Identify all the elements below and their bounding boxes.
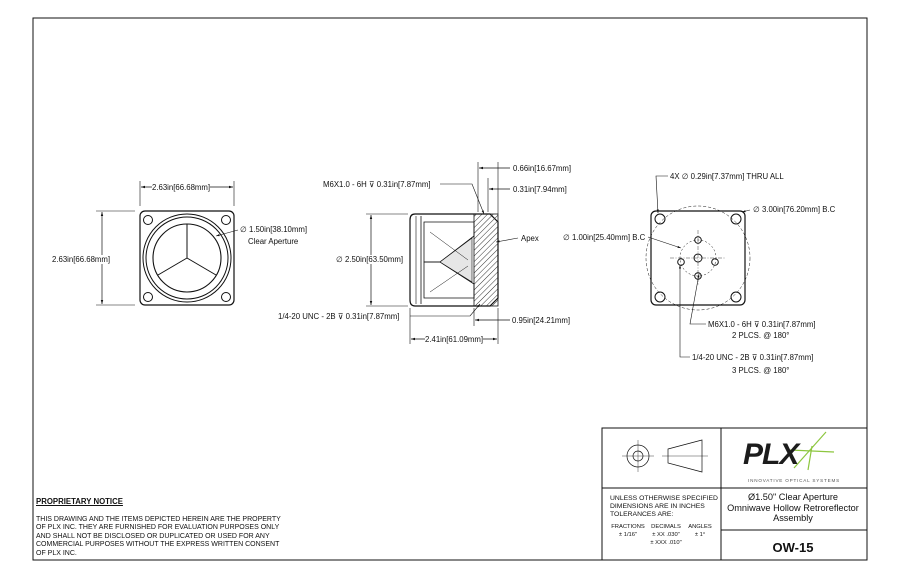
side-thread-top-label: M6X1.0 - 6H ⊽ 0.31in[7.87mm] bbox=[323, 180, 431, 189]
logo-accent bbox=[789, 431, 835, 471]
side-066-dim: 0.66in[16.67mm] bbox=[513, 164, 572, 173]
front-aperture-dim: ∅ 1.50in[38.10mm] bbox=[240, 225, 308, 234]
front-aperture-label: Clear Aperture bbox=[248, 237, 299, 246]
rear-unc-places: 3 PLCS. @ 180° bbox=[732, 366, 790, 375]
rear-bolt-circle bbox=[645, 205, 751, 311]
front-hole-bl bbox=[143, 292, 153, 302]
proprietary-notice-heading: PROPRIETARY NOTICE bbox=[36, 497, 123, 506]
front-height-dim: 2.63in[66.68mm] bbox=[52, 255, 111, 264]
side-mirror-c bbox=[439, 237, 473, 283]
title-block-frame bbox=[601, 427, 868, 561]
side-mirror-b bbox=[423, 261, 475, 299]
plx-logo-tagline: INNOVATIVE OPTICAL SYSTEMS bbox=[748, 478, 840, 483]
side-apex-leader bbox=[495, 237, 519, 243]
front-ring-2 bbox=[145, 216, 229, 300]
drawing-title: Ø1.50" Clear Aperture Omniwave Hollow Re… bbox=[727, 492, 859, 523]
projection-symbol bbox=[622, 439, 708, 473]
rear-hole-br bbox=[730, 291, 742, 303]
decimals-value-1: ± XX .030" bbox=[652, 532, 680, 538]
part-number: OW-15 bbox=[772, 540, 814, 555]
rear-thread-hole-right bbox=[711, 258, 719, 266]
rear-bc300-leader bbox=[741, 209, 751, 213]
side-thread-top-leader bbox=[440, 183, 485, 215]
rear-m6-leader bbox=[689, 273, 706, 325]
rear-bc100-label: ∅ 1.00in[25.40mm] B.C bbox=[563, 233, 646, 242]
front-view bbox=[96, 181, 239, 306]
rear-hole-tr bbox=[730, 213, 742, 225]
rear-m6-thread: M6X1.0 - 6H ⊽ 0.31in[7.87mm] bbox=[708, 320, 816, 329]
rear-holes-note: 4X ∅ 0.29in[7.37mm] THRU ALL bbox=[670, 172, 784, 181]
side-241-dim: 2.41in[61.09mm] bbox=[425, 335, 484, 344]
front-hole-tr bbox=[221, 215, 231, 225]
decimals-value-2: ± XXX .010" bbox=[650, 540, 682, 546]
rear-m6-places: 2 PLCS. @ 180° bbox=[732, 331, 790, 340]
rear-bc300-label: ∅ 3.00in[76.20mm] B.C bbox=[753, 205, 836, 214]
front-aperture-leader bbox=[215, 229, 239, 237]
rear-body bbox=[650, 210, 746, 306]
side-apex-label: Apex bbox=[521, 234, 539, 243]
side-diameter-dim: ∅ 2.50in[63.50mm] bbox=[336, 255, 404, 264]
side-mount-block bbox=[473, 213, 499, 307]
rear-hole-bl bbox=[654, 291, 666, 303]
side-031-dim: 0.31in[7.94mm] bbox=[513, 185, 567, 194]
rear-view bbox=[645, 175, 751, 358]
proprietary-notice-body: THIS DRAWING AND THE ITEMS DEPICTED HERE… bbox=[36, 516, 281, 557]
rear-holes-leader bbox=[655, 175, 668, 214]
side-housing bbox=[409, 213, 499, 307]
rear-hole-tl bbox=[654, 213, 666, 225]
front-outer-ring bbox=[142, 213, 232, 303]
front-width-dim: 2.63in[66.68mm] bbox=[152, 183, 211, 192]
front-hole-tl bbox=[143, 215, 153, 225]
sheet-border bbox=[32, 17, 868, 561]
plx-logo: PLX bbox=[743, 438, 799, 471]
side-thread-bottom-label: 1/4-20 UNC - 2B ⊽ 0.31in[7.87mm] bbox=[278, 312, 400, 321]
rear-thread-hole-top bbox=[694, 236, 702, 244]
rear-bc100-leader bbox=[647, 236, 682, 249]
angles-header: ANGLES bbox=[688, 524, 712, 530]
fractions-header: FRACTIONS bbox=[611, 524, 645, 530]
angles-value: ± 1° bbox=[694, 532, 706, 538]
front-mirror-edge-3 bbox=[186, 257, 217, 276]
front-mirror-edge-2 bbox=[157, 257, 188, 276]
fractions-value: ± 1/16" bbox=[618, 532, 638, 538]
rear-unc-leader bbox=[678, 265, 690, 358]
side-thread-bottom-leader bbox=[410, 303, 481, 317]
rear-unc-thread: 1/4-20 UNC - 2B ⊽ 0.31in[7.87mm] bbox=[692, 353, 814, 362]
side-095-dim: 0.95in[24.21mm] bbox=[512, 316, 571, 325]
decimals-header: DECIMALS bbox=[651, 524, 681, 530]
tolerance-note: UNLESS OTHERWISE SPECIFIED DIMENSIONS AR… bbox=[610, 495, 718, 518]
front-hole-br bbox=[221, 292, 231, 302]
front-body bbox=[139, 210, 235, 306]
